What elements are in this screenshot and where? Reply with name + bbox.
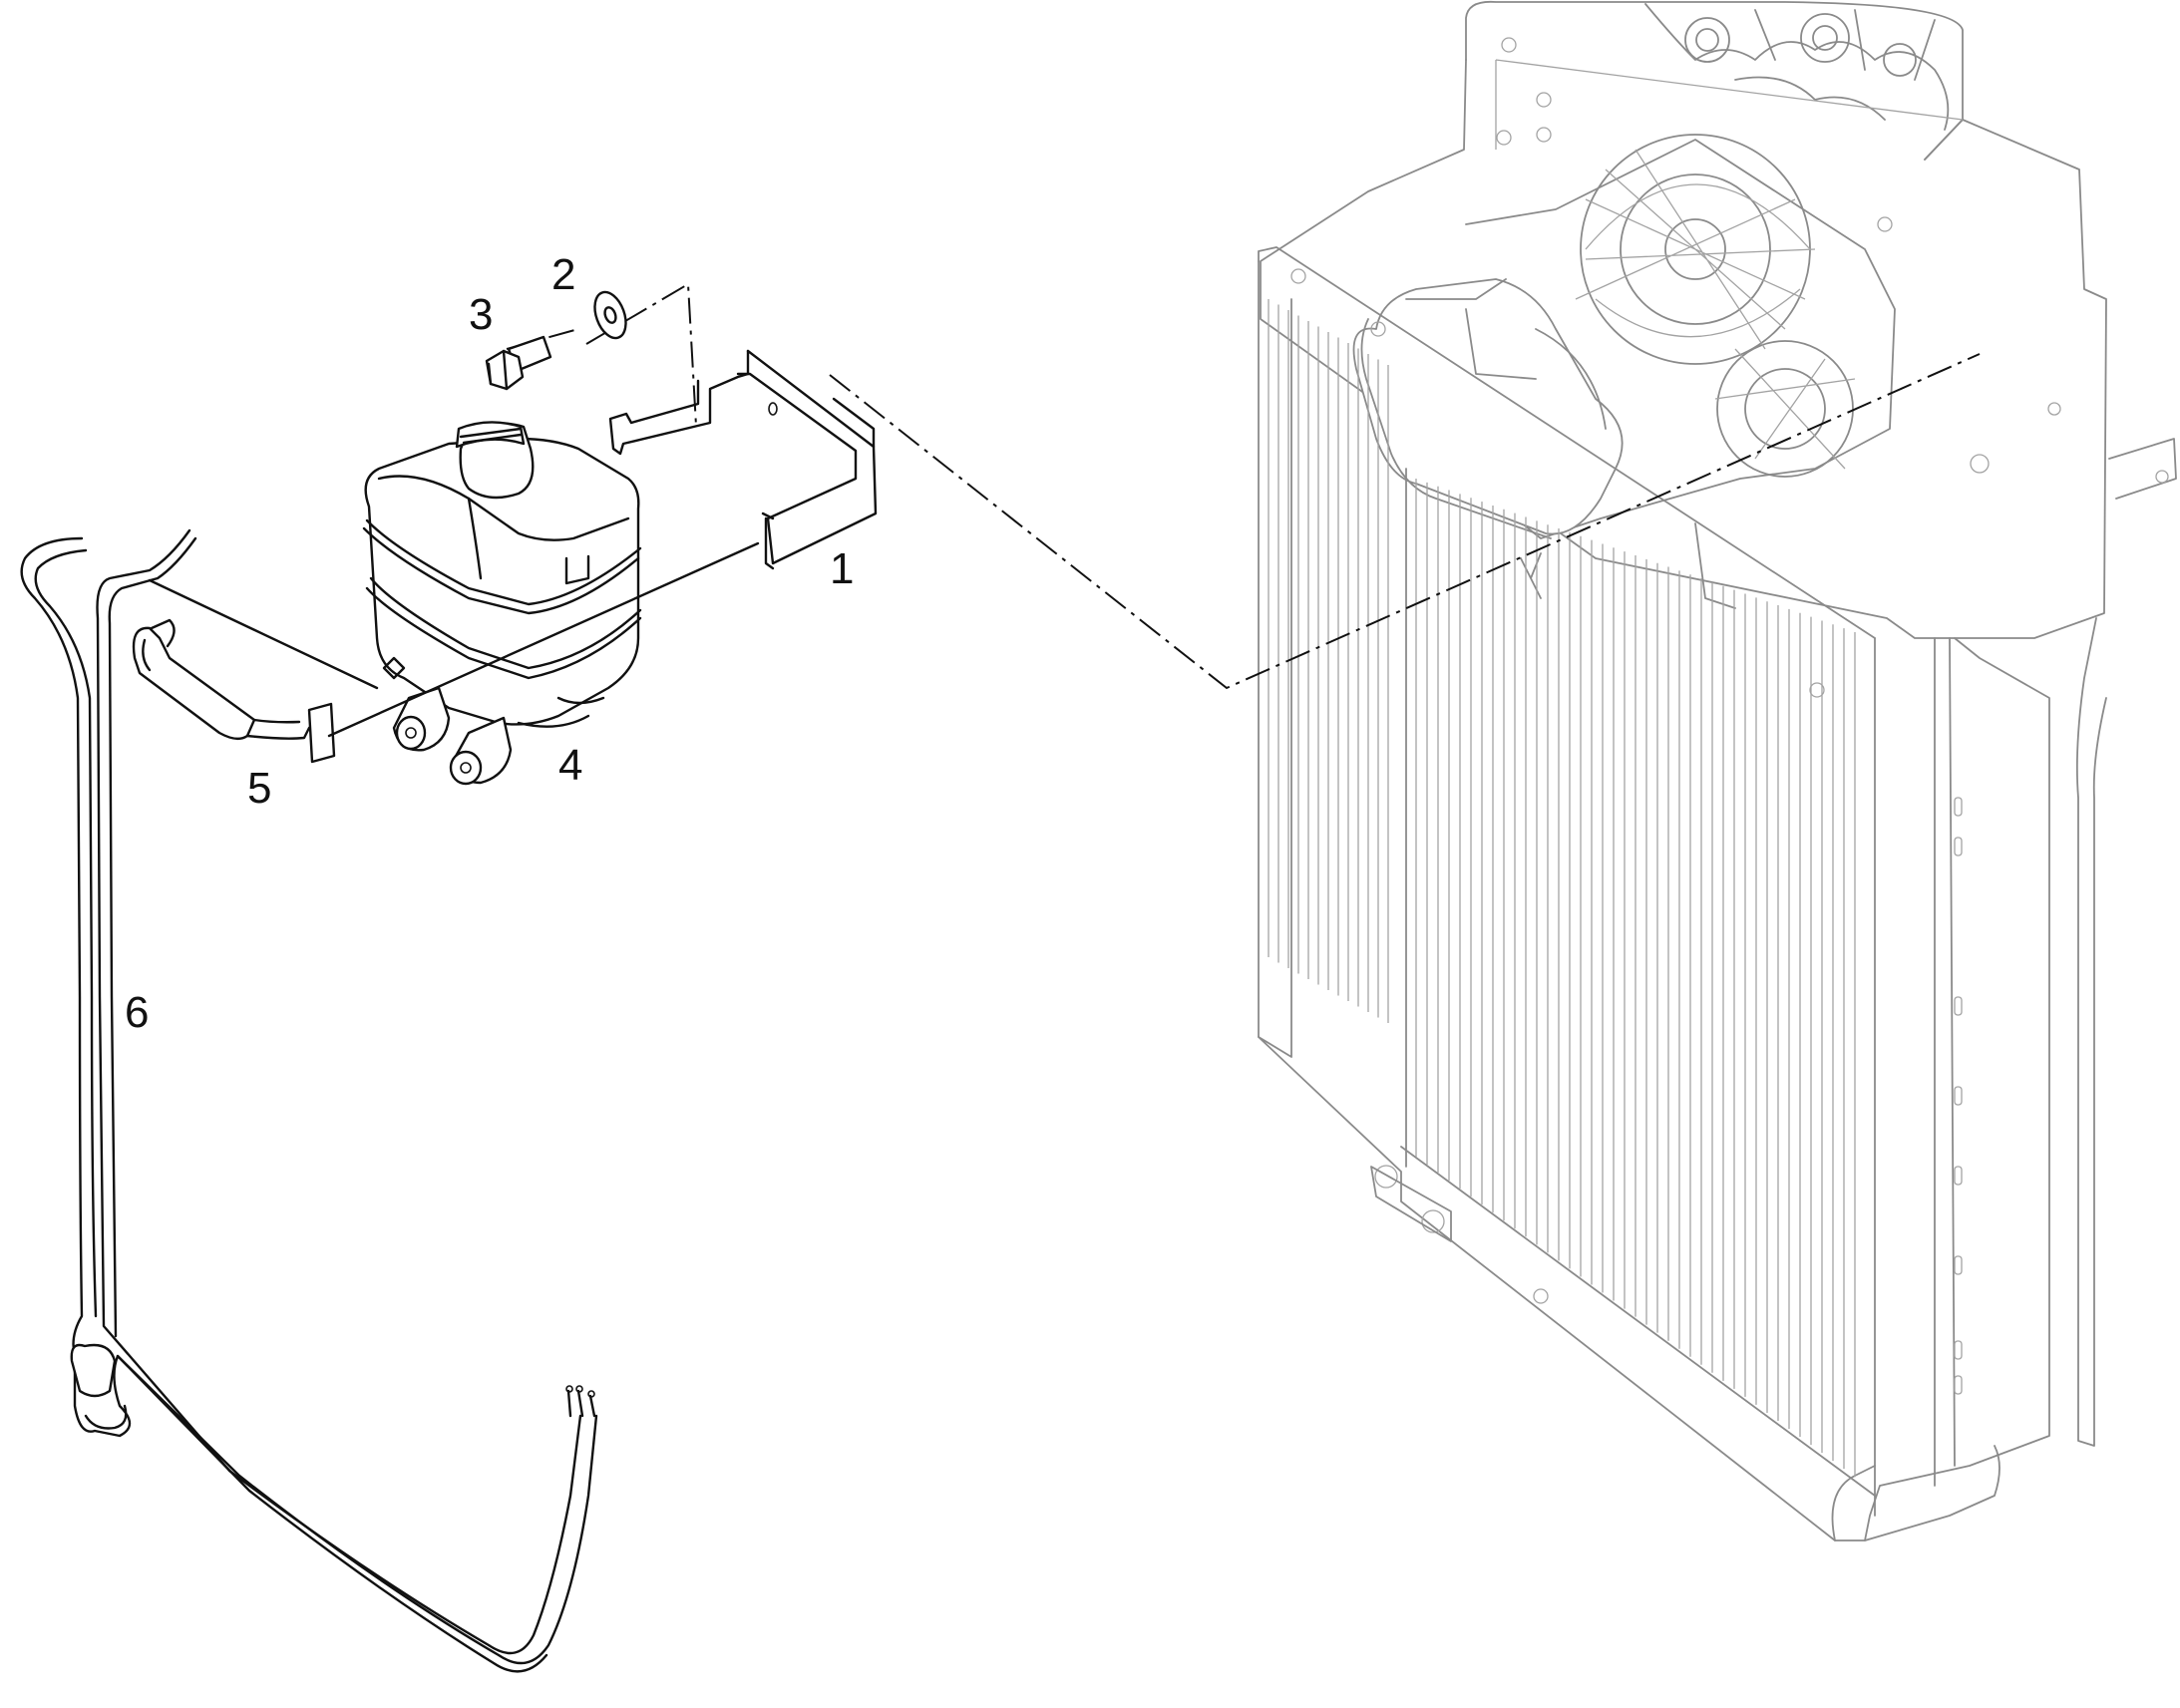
engine-outline bbox=[1465, 0, 1964, 161]
callout-1: 1 bbox=[830, 544, 854, 593]
radiator-fins bbox=[1268, 299, 1856, 1478]
fan-motor bbox=[1352, 278, 1736, 609]
hose-line bbox=[20, 528, 598, 1673]
expansion-tank bbox=[362, 421, 642, 786]
small-hose bbox=[132, 541, 760, 764]
radiator-core bbox=[1258, 246, 2050, 1541]
radiator-fan-assembly bbox=[1258, 0, 2177, 1541]
callout-4: 4 bbox=[558, 741, 582, 790]
fan-guard bbox=[1465, 134, 1896, 539]
fan-shroud-panel bbox=[1260, 59, 2107, 639]
callout-3: 3 bbox=[469, 290, 493, 339]
mounting-bracket bbox=[608, 349, 878, 570]
callout-2: 2 bbox=[551, 250, 575, 299]
washer bbox=[593, 290, 627, 340]
callout-6: 6 bbox=[125, 988, 149, 1037]
hex-bolt bbox=[485, 335, 552, 391]
callout-labels: 1 2 3 4 5 6 bbox=[125, 250, 854, 1037]
callout-5: 5 bbox=[247, 764, 271, 813]
